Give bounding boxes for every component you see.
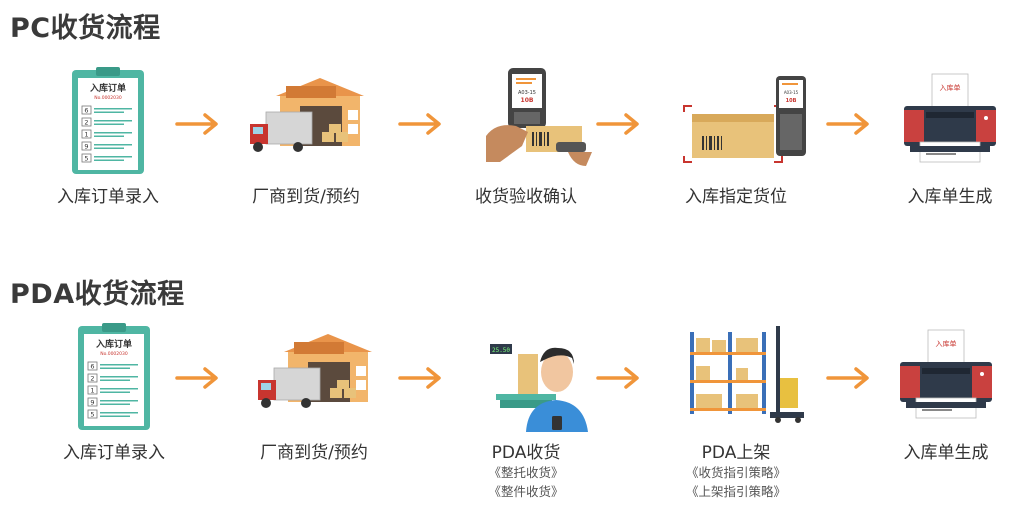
arrow-right-icon: [826, 113, 869, 135]
worker-scale-icon: 25.50: [456, 322, 596, 432]
step-label: PDA上架: [701, 443, 771, 463]
arrow-right-icon: [175, 113, 218, 135]
order-rows: 6 2 1 9 5: [87, 361, 138, 419]
step-order-entry: 入库订单 No.0002030 6 2 1 9 5 入库订单录入: [18, 66, 198, 207]
svg-text:2: 2: [90, 375, 94, 383]
arrow-right-icon: [398, 367, 441, 389]
step-assign-location: A03-15 10B 入库指定货位: [646, 66, 826, 207]
step-vendor-arrival: 厂商到货/预约: [224, 322, 404, 463]
step-label: 厂商到货/预约: [260, 443, 368, 463]
svg-text:9: 9: [90, 399, 94, 407]
arrow-right-icon: [175, 367, 218, 389]
printer-icon: 入库单: [876, 322, 1016, 432]
step-pda-receiving: 25.50 PDA收货 《整托收货》 《整件收货》: [436, 322, 616, 501]
step-order-entry: 入库订单 No.0002030 6 2 1 9 5 入库订单录入: [24, 322, 204, 463]
svg-text:1: 1: [84, 131, 88, 139]
arrow-right-icon: [596, 113, 639, 135]
section-title-pda: PDA收货流程: [10, 279, 185, 310]
step-label: 厂商到货/预约: [252, 187, 360, 207]
step-label: 入库指定货位: [685, 187, 787, 207]
step-note: 《整托收货》: [488, 465, 564, 480]
barcode-scan-icon: A03-15 10B: [456, 66, 596, 176]
step-vendor-arrival: 厂商到货/预约: [216, 66, 396, 207]
svg-text:2: 2: [84, 119, 88, 127]
printer-icon: 入库单: [880, 66, 1018, 176]
order-form-icon: 入库订单 No.0002030 6 2 1 9 5: [44, 322, 184, 432]
step-label: 入库单生成: [903, 443, 989, 463]
scanner-code-text: A03-15: [518, 90, 536, 96]
order-form-icon: 入库订单 No.0002030 6 2 1 9 5: [38, 66, 178, 176]
scanner-qty-text: 10B: [521, 97, 534, 104]
step-label: 入库订单录入: [57, 187, 159, 207]
order-no-text: No.0002030: [94, 95, 122, 101]
order-rows: 6 2 1 9 5: [81, 105, 132, 163]
package-scan-icon: A03-15 10B: [666, 66, 806, 176]
step-label: 收货验收确认: [475, 187, 577, 207]
svg-text:No.0002030: No.0002030: [100, 351, 128, 357]
step-receipt-generated: 入库单 入库单生成: [860, 66, 1018, 207]
svg-text:入库单: 入库单: [936, 339, 957, 348]
svg-text:1: 1: [90, 387, 94, 395]
arrow-right-icon: [826, 367, 869, 389]
warehouse-truck-icon: [236, 66, 376, 176]
step-note: 《整件收货》: [488, 484, 564, 499]
svg-text:5: 5: [90, 411, 94, 419]
step-label: PDA收货: [491, 443, 561, 463]
step-receipt-check: A03-15 10B 收货验收确认: [436, 66, 616, 207]
section-title-pc: PC收货流程: [10, 13, 161, 44]
warehouse-truck-icon: [244, 322, 384, 432]
shelf-forklift-icon: [666, 322, 806, 432]
arrow-right-icon: [596, 367, 639, 389]
svg-text:6: 6: [90, 363, 94, 371]
svg-text:9: 9: [84, 143, 88, 151]
step-pda-putaway: PDA上架 《收货指引策略》 《上架指引策略》: [646, 322, 826, 501]
arrow-right-icon: [398, 113, 441, 135]
svg-text:6: 6: [84, 107, 88, 115]
svg-text:10B: 10B: [786, 98, 797, 104]
svg-text:5: 5: [84, 155, 88, 163]
order-title-text: 入库订单: [89, 82, 126, 94]
step-receipt-generated: 入库单 入库单生成: [856, 322, 1018, 463]
step-note: 《上架指引策略》: [685, 484, 786, 499]
printer-doc-text: 入库单: [940, 83, 961, 92]
step-note: 《收货指引策略》: [685, 465, 786, 480]
svg-text:入库订单: 入库订单: [95, 338, 132, 350]
step-label: 入库订单录入: [63, 443, 165, 463]
step-label: 入库单生成: [907, 187, 993, 207]
scale-reading-text: 25.50: [492, 347, 510, 354]
svg-text:A03-15: A03-15: [784, 90, 799, 95]
